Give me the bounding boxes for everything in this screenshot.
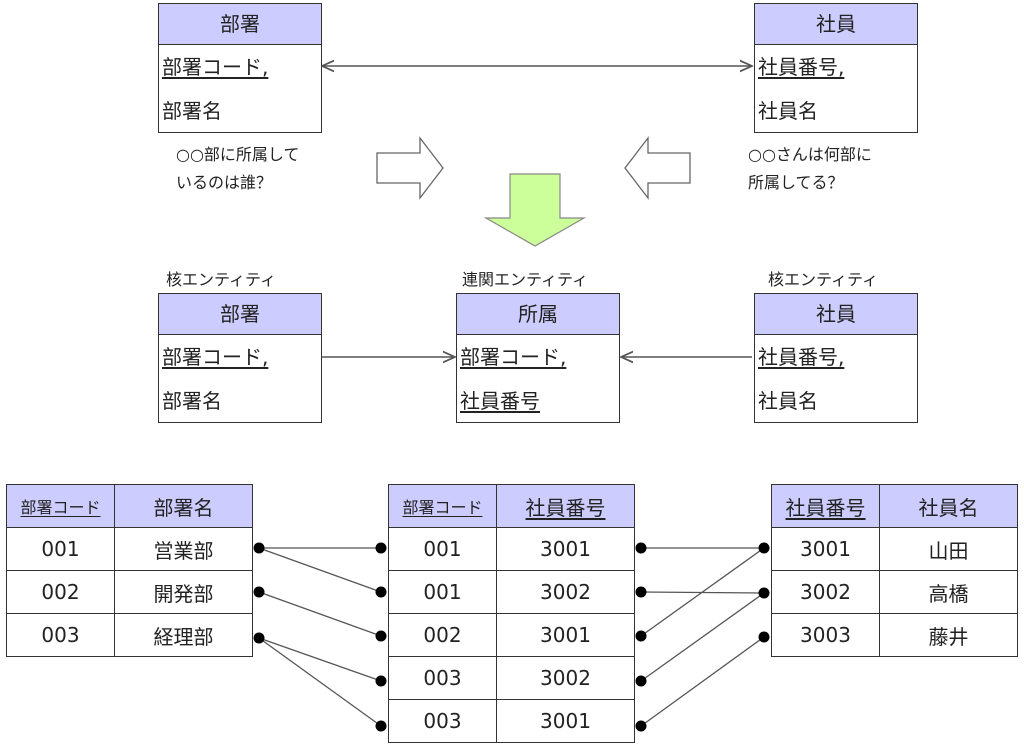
outline-right-arrow [376, 136, 444, 200]
mid-dept-entity: 部署 部署コード, 部署名 [158, 293, 322, 423]
table-header: 部署コード [6, 484, 115, 528]
entity-attr-key: 社員番号, [758, 345, 845, 369]
entity-attr-key: 部署コード, [162, 345, 269, 369]
entity-title: 所属 [457, 294, 619, 335]
table-row: 003 経理部 [6, 613, 253, 657]
table-row: 001 営業部 [6, 527, 253, 571]
big-down-arrow [483, 173, 587, 247]
entity-attr-key: 社員番号, [758, 55, 845, 79]
mid-emp-entity: 社員 社員番号, 社員名 [754, 293, 918, 423]
entity-attr-key: 部署コード, [162, 55, 269, 79]
table-header: 部署名 [114, 484, 253, 528]
table-header: 社員番号 [496, 484, 635, 528]
table-row: 001 3002 [388, 570, 635, 614]
top-dept-entity: 部署 部署コード, 部署名 [158, 3, 322, 133]
top-emp-entity: 社員 社員番号, 社員名 [754, 3, 918, 133]
table-row: 3001 山田 [771, 527, 1018, 571]
table-row: 002 3001 [388, 613, 635, 657]
entity-attr: 部署名 [162, 389, 222, 413]
table-row: 003 3001 [388, 699, 635, 743]
left-question-note: ○○部に所属して いるのは誰？ [176, 145, 300, 192]
entity-attr: 部署名 [162, 99, 222, 123]
entity-attr-key: 社員番号 [460, 389, 540, 413]
table-row: 3003 藤井 [771, 613, 1018, 657]
dept-table: 部署コード 部署名 001 営業部 002 開発部 003 経理部 [6, 484, 253, 657]
entity-title: 社員 [755, 294, 917, 335]
dept-assoc-links [258, 547, 382, 727]
table-row: 001 3001 [388, 527, 635, 571]
outline-left-arrow [624, 136, 691, 200]
mid-assoc-entity: 所属 部署コード, 社員番号 [456, 293, 620, 423]
table-row: 3002 高橋 [771, 570, 1018, 614]
entity-title: 社員 [755, 4, 917, 45]
entity-attr: 社員名 [758, 99, 818, 123]
table-header: 部署コード [388, 484, 497, 528]
assoc-table: 部署コード 社員番号 001 3001 001 3002 002 3001 00… [388, 484, 635, 743]
right-question-note: ○○さんは何部に 所属してる？ [748, 145, 872, 192]
table-row: 002 開発部 [6, 570, 253, 614]
table-header: 社員番号 [771, 484, 880, 528]
table-header: 社員名 [879, 484, 1018, 528]
assoc-emp-links [640, 547, 765, 727]
entity-title: 部署 [159, 294, 321, 335]
emp-table: 社員番号 社員名 3001 山田 3002 高橋 3003 藤井 [771, 484, 1018, 657]
table-row: 003 3002 [388, 656, 635, 700]
assoc-label: 連関エンティティ [462, 270, 589, 289]
entity-title: 部署 [159, 4, 321, 45]
entity-attr-key: 部署コード, [460, 345, 567, 369]
link-dots [253, 542, 770, 732]
entity-attr: 社員名 [758, 389, 818, 413]
emp-core-label: 核エンティティ [768, 270, 879, 289]
dept-core-label: 核エンティティ [166, 270, 277, 289]
